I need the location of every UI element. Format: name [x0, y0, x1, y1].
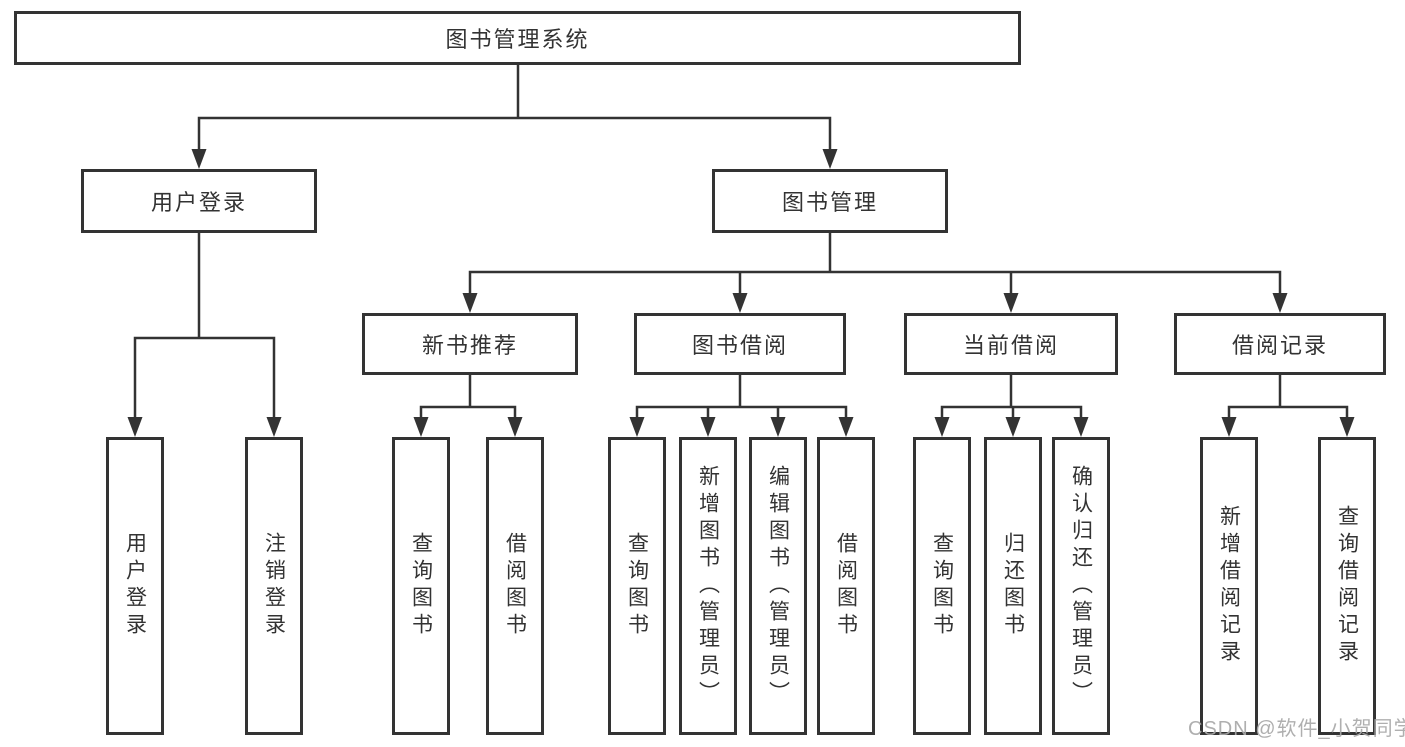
node-label: 注销登录 [262, 532, 286, 640]
csdn-watermark: CSDN @软件_小贺同学 [1188, 718, 1405, 740]
arrow-icon [732, 293, 748, 313]
arrow-icon [1339, 417, 1355, 437]
leaf-confirm-return-admin: 确认归还（管理员） [1052, 437, 1110, 735]
arrow-icon [838, 417, 854, 437]
node-label: 新增借阅记录 [1217, 505, 1241, 667]
node-label: 用户登录 [150, 190, 247, 215]
arrow-icon [1221, 417, 1237, 437]
arrow-icon [822, 149, 838, 169]
node-borrowing-records: 借阅记录 [1174, 313, 1386, 375]
arrow-icon [770, 417, 786, 437]
node-label: 编辑图书（管理员） [766, 464, 790, 708]
leaf-user-login: 用户登录 [106, 437, 164, 735]
node-label: 图书管理系统 [445, 27, 590, 52]
node-label: 借阅图书 [503, 532, 527, 640]
node-label: 图书管理 [781, 190, 878, 215]
node-root-library-system: 图书管理系统 [14, 11, 1021, 65]
leaf-add-book-admin: 新增图书（管理员） [679, 437, 737, 735]
node-label: 归还图书 [1001, 532, 1025, 640]
connector-path [133, 63, 1349, 422]
node-book-management-branch: 图书管理 [712, 169, 948, 233]
arrow-icon [507, 417, 523, 437]
leaf-query-books-recommend: 查询图书 [392, 437, 450, 735]
arrow-icon [1272, 293, 1288, 313]
leaf-borrow-books-borrowing: 借阅图书 [817, 437, 875, 735]
arrowheads [127, 149, 1355, 437]
node-label: 查询图书 [625, 532, 649, 640]
node-label: 图书借阅 [691, 333, 788, 358]
leaf-query-borrow-record: 查询借阅记录 [1318, 437, 1376, 735]
node-user-login-branch: 用户登录 [81, 169, 317, 233]
node-label: 借阅记录 [1231, 333, 1328, 358]
arrow-icon [127, 417, 143, 437]
arrow-icon [700, 417, 716, 437]
node-label: 查询图书 [930, 532, 954, 640]
leaf-query-books-borrowing: 查询图书 [608, 437, 666, 735]
leaf-add-borrow-record: 新增借阅记录 [1200, 437, 1258, 735]
node-label: 查询借阅记录 [1335, 505, 1359, 667]
node-current-borrowing: 当前借阅 [904, 313, 1118, 375]
leaf-edit-book-admin: 编辑图书（管理员） [749, 437, 807, 735]
node-label: 新书推荐 [421, 333, 518, 358]
leaf-logout: 注销登录 [245, 437, 303, 735]
node-book-borrowing: 图书借阅 [634, 313, 846, 375]
node-new-book-recommendation: 新书推荐 [362, 313, 578, 375]
arrow-icon [462, 293, 478, 313]
arrow-icon [1003, 293, 1019, 313]
node-label: 借阅图书 [834, 532, 858, 640]
arrow-icon [934, 417, 950, 437]
arrow-icon [1005, 417, 1021, 437]
leaf-borrow-books-recommend: 借阅图书 [486, 437, 544, 735]
arrow-icon [629, 417, 645, 437]
leaf-query-books-current: 查询图书 [913, 437, 971, 735]
node-label: 当前借阅 [962, 333, 1059, 358]
arrow-icon [1073, 417, 1089, 437]
node-label: 新增图书（管理员） [696, 464, 720, 708]
node-label: 确认归还（管理员） [1069, 464, 1093, 708]
node-label: 用户登录 [123, 532, 147, 640]
leaf-return-books: 归还图书 [984, 437, 1042, 735]
arrow-icon [191, 149, 207, 169]
arrow-icon [413, 417, 429, 437]
arrow-icon [266, 417, 282, 437]
node-label: 查询图书 [409, 532, 433, 640]
